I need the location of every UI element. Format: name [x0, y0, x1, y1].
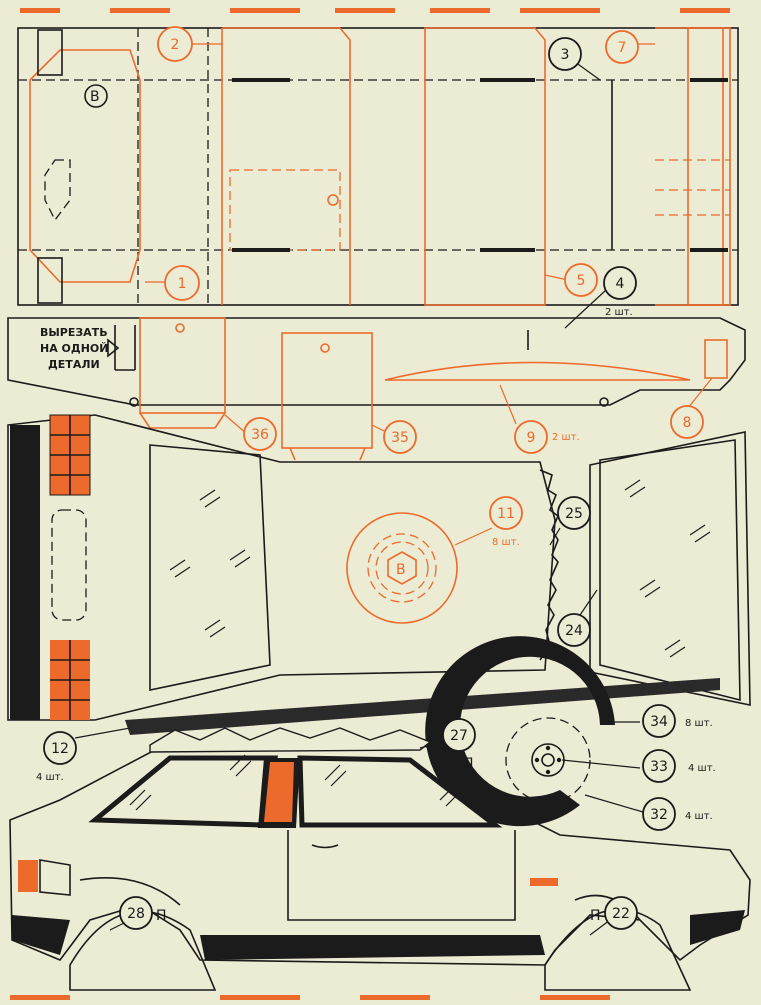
- label-12: 12 4 шт.: [36, 731, 77, 783]
- label-33: 33 4 шт.: [642, 749, 716, 783]
- label-7: 7: [605, 30, 639, 64]
- label-24-number: 24: [565, 623, 583, 639]
- label-34: 34 8 шт.: [642, 704, 713, 738]
- label-11-qty: 8 шт.: [492, 537, 520, 548]
- label-8-number: 8: [683, 415, 692, 431]
- label-11: 11 8 шт.: [489, 496, 523, 548]
- label-7-number: 7: [618, 40, 627, 56]
- label-33-number: 33: [650, 759, 668, 775]
- car-side-body: [9, 727, 751, 991]
- label-3-number: 3: [561, 47, 570, 63]
- headlight-checker-bottom: [50, 640, 90, 720]
- label-12-qty: 4 шт.: [36, 772, 64, 783]
- label-4-qty: 2 шт.: [605, 307, 633, 318]
- label-5-number: 5: [577, 273, 586, 289]
- label-27-number: 27: [450, 728, 468, 744]
- marker-letter-top: В: [90, 89, 100, 105]
- hubcap-piece: В: [346, 512, 458, 624]
- label-9-qty: 2 шт.: [552, 432, 580, 443]
- label-28-side: П: [156, 908, 167, 924]
- glass-hatch: [169, 479, 711, 658]
- label-2-number: 2: [171, 37, 180, 53]
- label-25-number: 25: [565, 506, 583, 522]
- label-34-number: 34: [650, 714, 668, 730]
- label-22-side: П: [590, 908, 601, 924]
- headlight-checker-top: [49, 414, 91, 496]
- roof-piece: В: [7, 414, 751, 721]
- bottom-border-marks: [10, 995, 610, 1000]
- label-4-number: 4: [616, 276, 625, 292]
- note-line-1: ВЫРЕЗАТЬ: [40, 326, 108, 339]
- label-28: 28 П: [119, 896, 167, 930]
- sill-strip: [125, 678, 720, 735]
- label-32-qty: 4 шт.: [685, 811, 713, 822]
- top-border-marks: [20, 8, 730, 13]
- label-35: 35: [383, 420, 417, 454]
- label-28-number: 28: [127, 906, 145, 922]
- note-line-3: ДЕТАЛИ: [48, 358, 100, 371]
- label-8: 8: [670, 405, 704, 439]
- label-1: 1: [164, 265, 200, 301]
- label-35-number: 35: [391, 430, 409, 446]
- cut-note: ВЫРЕЗАТЬ НА ОДНОЙ ДЕТАЛИ: [40, 326, 108, 371]
- label-12-number: 12: [51, 741, 69, 757]
- label-27: 27Л: [442, 718, 476, 772]
- label-11-number: 11: [497, 506, 515, 522]
- label-5: 5: [564, 263, 598, 297]
- label-27-side: Л: [463, 756, 474, 772]
- label-1-number: 1: [178, 276, 187, 292]
- label-9: 9 2 шт.: [514, 420, 580, 454]
- marker-letter-hub: В: [396, 562, 406, 578]
- label-22-number: 22: [612, 906, 630, 922]
- leader-lines: [74, 43, 713, 936]
- label-9-number: 9: [527, 430, 536, 446]
- note-line-2: НА ОДНОЙ: [40, 342, 108, 355]
- side-strip-piece: [7, 317, 746, 461]
- label-4: 4 2 шт.: [603, 266, 637, 318]
- label-24: 24: [557, 613, 591, 647]
- floor-piece: В: [17, 27, 739, 306]
- label-33-qty: 4 шт.: [688, 763, 716, 774]
- label-22: 22 П: [590, 896, 638, 930]
- label-36-number: 36: [251, 427, 269, 443]
- label-32-number: 32: [650, 807, 668, 823]
- side-glass-hatch: [129, 754, 462, 811]
- label-25: 25: [557, 496, 591, 530]
- label-3: 3: [548, 37, 582, 71]
- label-34-qty: 8 шт.: [685, 718, 713, 729]
- label-32: 32 4 шт.: [642, 797, 713, 831]
- label-2: 2: [157, 26, 193, 62]
- label-36: 36: [243, 417, 277, 451]
